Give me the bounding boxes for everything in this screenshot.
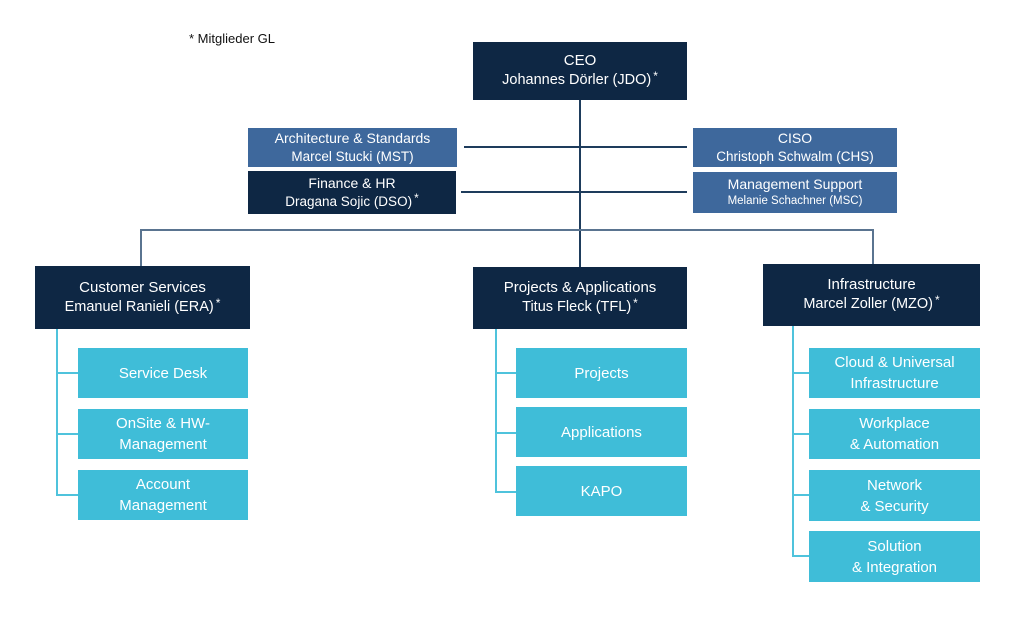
gl-asterisk: * — [653, 69, 658, 84]
connector-department-rail — [140, 229, 874, 231]
gl-asterisk: * — [414, 190, 419, 205]
team-label: Projects — [574, 364, 629, 382]
gl-asterisk: * — [935, 293, 940, 308]
connector-tree-infrastructure — [792, 326, 794, 556]
node-customer-services: Customer Services Emanuel Ranieli (ERA)* — [35, 266, 250, 329]
node-finance-hr: Finance & HR Dragana Sojic (DSO)* — [248, 171, 456, 214]
connector-tree-customer-services — [56, 329, 58, 495]
connector-team-onsite — [56, 433, 78, 435]
node-name: Marcel Stucki (MST) — [291, 148, 414, 164]
team-label: KAPO — [580, 482, 623, 500]
node-team-account-management: Account Management — [78, 470, 248, 520]
node-title: Architecture & Standards — [274, 129, 431, 146]
connector-team-cloud — [792, 372, 809, 374]
node-title: CEO — [563, 52, 597, 70]
connector-team-kapo — [495, 491, 516, 493]
node-team-kapo: KAPO — [516, 466, 687, 516]
node-title: Projects & Applications — [503, 279, 657, 297]
node-team-workplace-automation: Workplace & Automation — [809, 409, 980, 459]
legend-note: * Mitglieder GL — [189, 31, 275, 46]
team-label: Service Desk — [118, 364, 208, 382]
node-projects-applications: Projects & Applications Titus Fleck (TFL… — [473, 267, 687, 329]
node-infrastructure: Infrastructure Marcel Zoller (MZO)* — [763, 264, 980, 326]
connector-team-applications — [495, 432, 516, 434]
connector-drop-customer-services — [140, 229, 142, 266]
node-title: Infrastructure — [827, 276, 916, 294]
node-name: Marcel Zoller (MZO) — [803, 296, 934, 313]
node-management-support: Management Support Melanie Schachner (MS… — [693, 172, 897, 213]
connector-stub-mgmt-support — [581, 191, 687, 193]
connector-team-solution — [792, 555, 809, 557]
connector-stub-finance — [461, 191, 579, 193]
node-team-cloud-universal-infrastructure: Cloud & Universal Infrastructure — [809, 348, 980, 398]
team-label: Network & Security — [860, 476, 929, 515]
connector-team-service-desk — [56, 372, 78, 374]
gl-asterisk: * — [215, 295, 221, 310]
node-name: Titus Fleck (TFL) — [522, 299, 632, 316]
team-label: OnSite & HW- Management — [116, 415, 210, 453]
connector-stub-ciso — [581, 146, 687, 148]
connector-ceo-trunk — [579, 100, 581, 267]
node-team-projects: Projects — [516, 348, 687, 398]
node-name: Dragana Sojic (DSO) — [285, 193, 413, 209]
node-team-network-security: Network & Security — [809, 470, 980, 521]
node-name: Johannes Dörler (JDO) — [502, 72, 652, 89]
node-title: Customer Services — [79, 278, 206, 296]
node-title: CISO — [777, 129, 813, 146]
node-team-onsite-hw-management: OnSite & HW- Management — [78, 409, 248, 459]
node-ceo: CEO Johannes Dörler (JDO)* — [473, 42, 687, 100]
team-label: Workplace & Automation — [849, 415, 940, 453]
node-name: Christoph Schwalm (CHS) — [716, 148, 874, 164]
team-label: Solution & Integration — [851, 537, 938, 576]
connector-team-account — [56, 494, 78, 496]
connector-team-workplace — [792, 433, 809, 435]
node-team-service-desk: Service Desk — [78, 348, 248, 398]
gl-asterisk: * — [633, 296, 638, 311]
node-name: Melanie Schachner (MSC) — [727, 195, 863, 208]
node-name: Emanuel Ranieli (ERA) — [64, 298, 214, 315]
node-team-applications: Applications — [516, 407, 687, 457]
connector-team-network — [792, 494, 809, 496]
team-label: Applications — [561, 423, 642, 441]
node-architecture-standards: Architecture & Standards Marcel Stucki (… — [248, 128, 457, 167]
team-label: Cloud & Universal Infrastructure — [834, 354, 955, 392]
connector-team-projects — [495, 372, 516, 374]
team-label: Account Management — [119, 476, 207, 514]
node-title: Finance & HR — [308, 174, 396, 191]
node-ciso: CISO Christoph Schwalm (CHS) — [693, 128, 897, 167]
connector-drop-infrastructure — [872, 229, 874, 264]
node-title: Management Support — [727, 176, 863, 193]
connector-tree-projects — [495, 329, 497, 492]
connector-stub-architecture — [464, 146, 579, 148]
node-team-solution-integration: Solution & Integration — [809, 531, 980, 582]
